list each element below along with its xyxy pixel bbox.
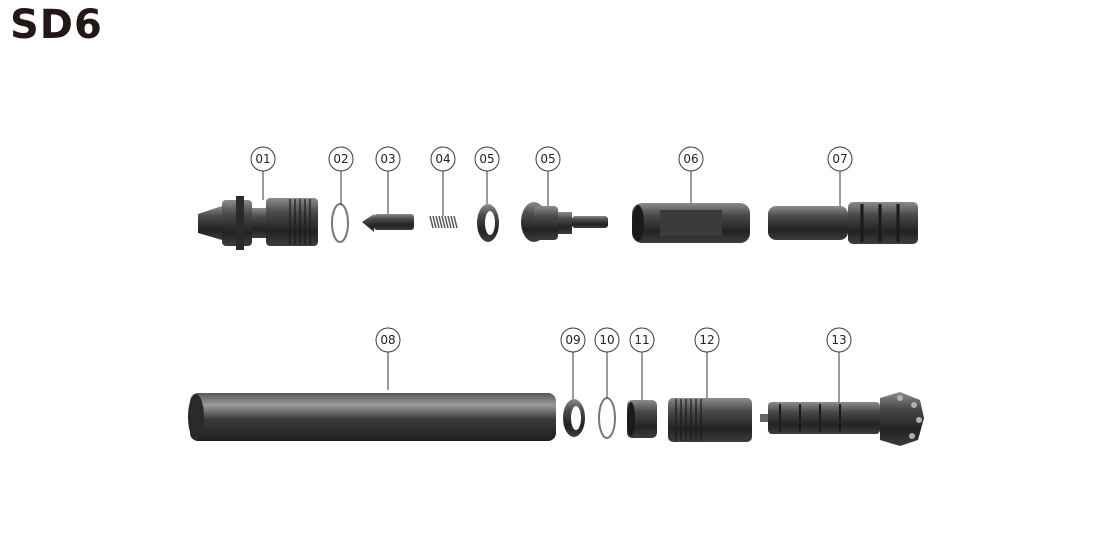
part-08-outer-tube <box>188 393 556 441</box>
part-12-chuck <box>668 398 752 442</box>
callout-11: 11 <box>629 327 655 353</box>
callout-08: 08 <box>375 327 401 353</box>
page-title: SD6 <box>10 2 103 48</box>
part-01-top-sub <box>198 196 318 250</box>
callout-11-label: 11 <box>634 333 649 347</box>
callout-13-label: 13 <box>831 333 846 347</box>
callout-04: 04 <box>430 146 456 172</box>
part-06-cylinder <box>632 203 750 243</box>
callout-07-label: 07 <box>832 152 847 166</box>
part-10-o-ring <box>598 397 616 439</box>
callout-06: 06 <box>678 146 704 172</box>
callout-04-label: 04 <box>435 152 450 166</box>
callout-01: 01 <box>250 146 276 172</box>
part-05-ring <box>477 204 499 242</box>
part-07-piston <box>768 202 918 244</box>
callout-09-label: 09 <box>565 333 580 347</box>
callout-07: 07 <box>827 146 853 172</box>
callout-05b-label: 05 <box>540 152 555 166</box>
callout-01-label: 01 <box>255 152 270 166</box>
callout-03-label: 03 <box>380 152 395 166</box>
callout-02: 02 <box>328 146 354 172</box>
callout-02-label: 02 <box>333 152 348 166</box>
part-13-drill-bit <box>760 392 924 446</box>
part-04-spring <box>429 215 458 229</box>
part-09-retaining-ring <box>563 399 585 437</box>
part-02-o-ring <box>331 203 349 243</box>
callout-05a: 05 <box>474 146 500 172</box>
callout-05b: 05 <box>535 146 561 172</box>
callout-03: 03 <box>375 146 401 172</box>
callout-12: 12 <box>694 327 720 353</box>
callout-09: 09 <box>560 327 586 353</box>
callout-06-label: 06 <box>683 152 698 166</box>
callout-13: 13 <box>826 327 852 353</box>
callout-10: 10 <box>594 327 620 353</box>
callout-10-label: 10 <box>599 333 614 347</box>
part-03-check-valve <box>362 214 414 232</box>
callout-05a-label: 05 <box>479 152 494 166</box>
callout-08-label: 08 <box>380 333 395 347</box>
part-05-valve-assembly <box>521 202 608 242</box>
part-11-bit-bearing <box>627 400 657 438</box>
callout-12-label: 12 <box>699 333 714 347</box>
